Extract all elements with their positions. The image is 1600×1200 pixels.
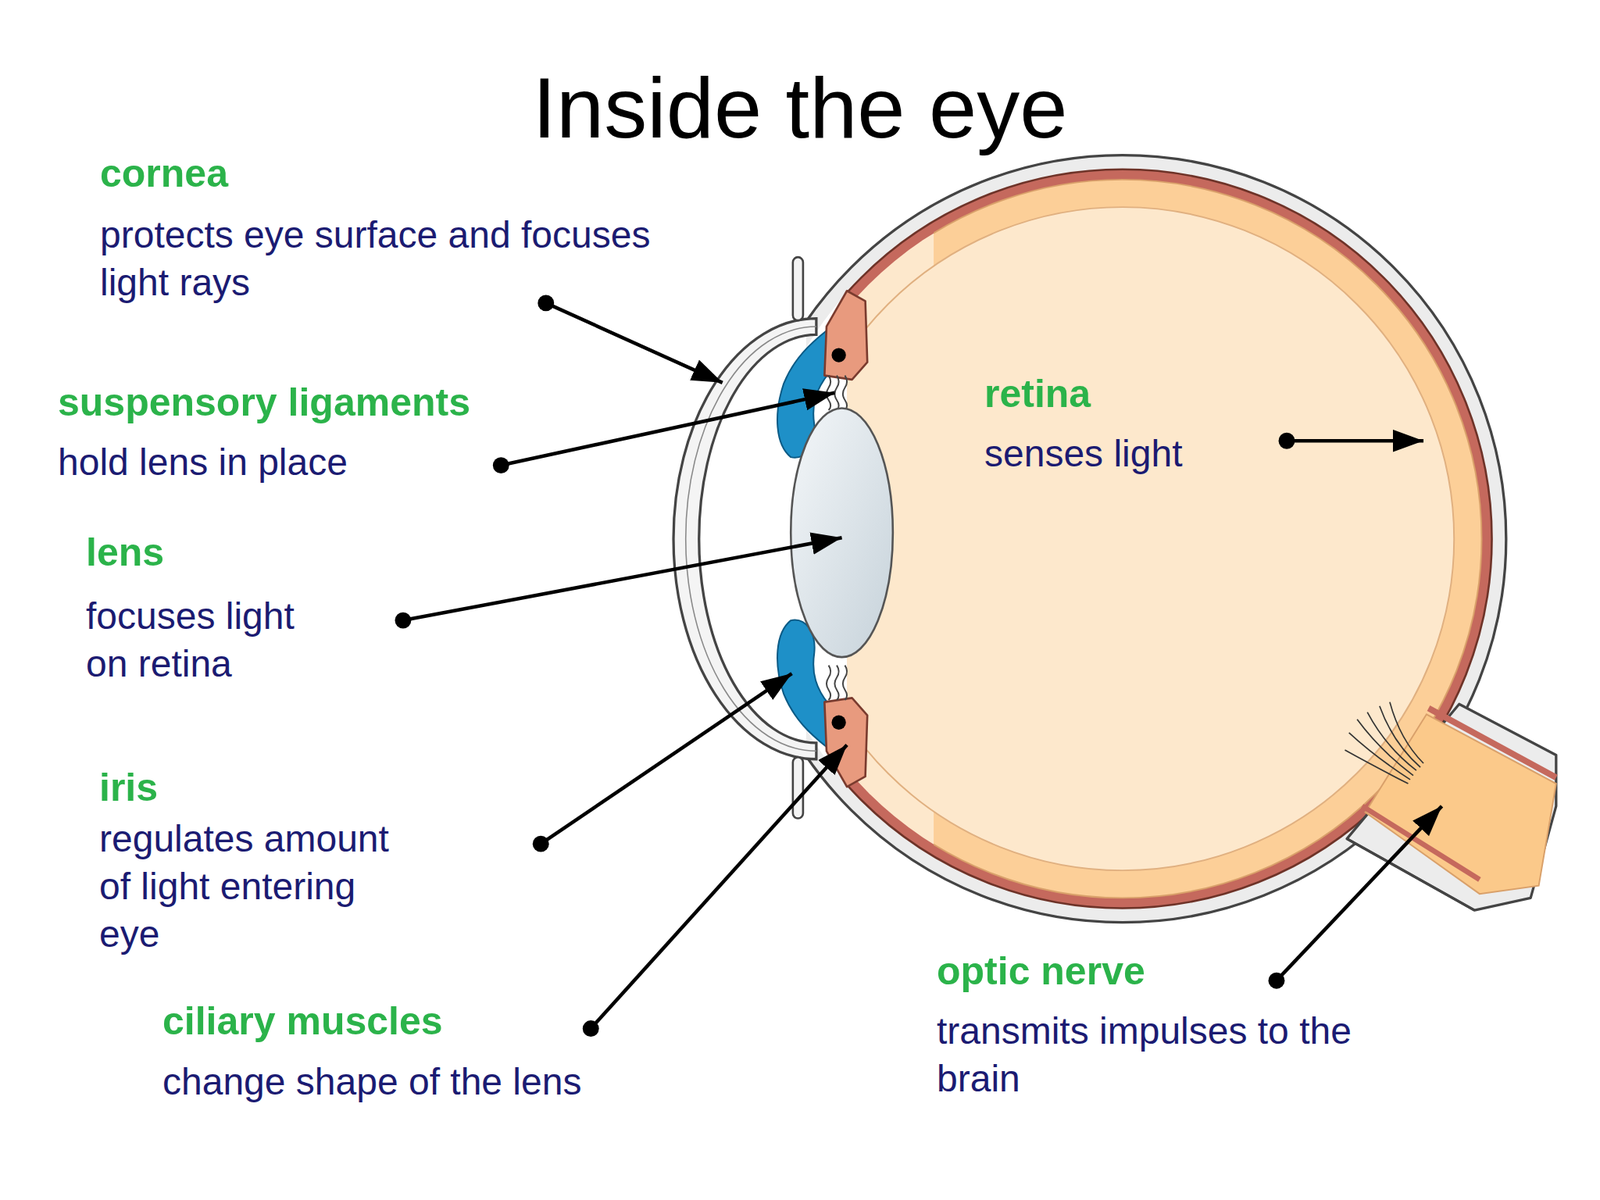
nerve-fibre [1389,702,1424,764]
part-name: cornea [100,150,569,197]
leader-lines [403,303,1443,1029]
leader-line [500,392,835,466]
part-description: protects eye surface and focuses light r… [100,210,694,307]
leader-line [540,673,792,844]
part-description: senses light [984,429,1297,478]
nerve-fibre [1367,712,1417,771]
part-name: iris [99,764,412,811]
leader-line [1286,439,1424,443]
conjunctiva [792,757,804,818]
ciliary-muscle [824,290,868,380]
part-name: lens [85,528,399,576]
part-description: focuses light on retina [85,592,321,688]
ligament [834,665,839,700]
vitreous-body [846,207,1454,871]
part-description: hold lens in place [57,438,527,486]
leader-dot [582,1020,600,1037]
nerve-fibres [1344,702,1424,784]
part-description: change shape of the lens [162,1057,788,1106]
part-description: regulates amount of light entering eye [99,814,412,958]
part-description: transmits impulses to the brain [936,1007,1390,1103]
diagram-title: Inside the eye [0,64,1600,151]
ligament [826,665,831,700]
ciliary-dot [831,347,846,362]
part-name: ciliary muscles [162,997,632,1045]
part-name: retina [984,370,1297,418]
lens [790,407,893,658]
leader-line [590,744,847,1029]
leader-dot [537,294,554,311]
leader-line [403,537,843,621]
part-name: optic nerve [936,947,1328,995]
ciliary-muscle [824,697,868,787]
leader-dots [394,294,1295,1037]
leader-line [1276,806,1443,981]
leader-line [546,303,723,383]
optic-nerve-choroid [1362,806,1480,880]
ligament [842,375,847,411]
leader-dot [394,612,411,629]
optic-nerve-sheath [1346,703,1557,911]
eye-drawing [394,155,1556,1037]
optic-nerve-outline [1346,839,1475,911]
nerve-fibre [1379,706,1421,768]
leader-dot [1268,972,1286,990]
optic-nerve-choroid [1428,707,1557,778]
leader-dot [1278,432,1296,450]
leader-dot [492,457,510,474]
part-name: suspensory ligaments [57,378,605,426]
ligament [842,665,847,700]
ciliary-dot [831,715,846,730]
nerve-fibre [1344,750,1408,784]
ligament [834,375,839,411]
leader-dot [532,835,550,853]
conjunctiva [792,257,804,321]
nerve-fibre [1349,732,1411,780]
